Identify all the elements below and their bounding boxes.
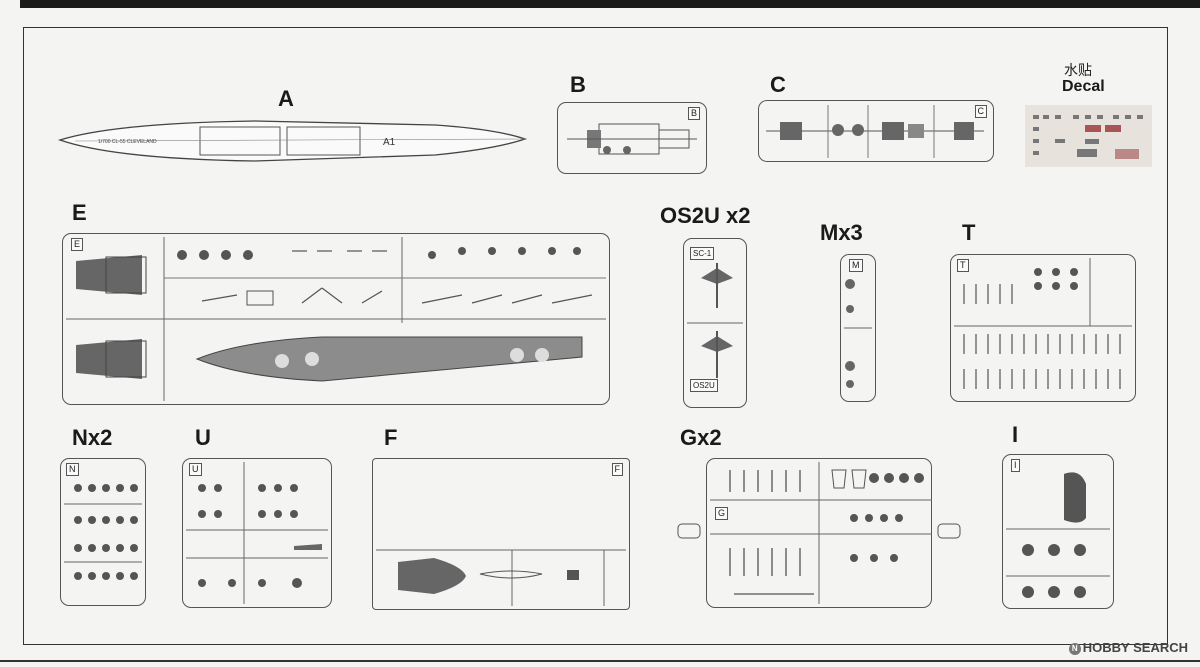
sprue-label-u: U: [195, 425, 211, 450]
sprue-label-os2u: OS2U x2: [660, 203, 751, 228]
sprue-t-tag: T: [957, 259, 969, 272]
decal-label: Decal: [1062, 78, 1105, 95]
sprue-os2u-tag-bottom: OS2U: [690, 379, 718, 392]
sprue-g-tag: G: [715, 507, 729, 520]
sprue-label-i: I: [1012, 422, 1019, 447]
sprue-i: I: [1002, 454, 1114, 609]
sprue-label-m: Mx3: [820, 220, 863, 245]
bottom-border-line: [0, 660, 1200, 662]
sprue-m: M: [840, 254, 876, 402]
sprue-label-g: Gx2: [680, 425, 722, 450]
decal-sheet: [1025, 105, 1152, 167]
sprue-e-parts: [66, 237, 606, 401]
sprue-label-c: C: [770, 72, 786, 97]
sprue-u-tag: U: [189, 463, 202, 476]
sprue-os2u-parts: [687, 263, 743, 378]
sprue-g-parts: [677, 462, 961, 604]
hull-part-number: A1: [383, 137, 396, 148]
sprue-c-parts: [766, 105, 984, 158]
sprue-label-b: B: [570, 72, 586, 97]
sprue-u: U: [182, 458, 332, 608]
sprue-u-parts: [186, 462, 328, 604]
sprue-b-parts: [567, 123, 697, 155]
decal-label-cn: 水贴: [1064, 63, 1092, 79]
sprue-n-tag: N: [66, 463, 79, 476]
sprue-n-parts: [64, 484, 142, 580]
sprue-b-tag: B: [687, 107, 700, 120]
sprue-t-parts: [954, 258, 1132, 389]
sprue-m-parts: [844, 279, 872, 388]
sprue-e: E: [62, 233, 610, 405]
sprue-g: G: [706, 458, 932, 608]
sprue-label-t: T: [962, 220, 976, 245]
sprue-label-f: F: [384, 425, 398, 450]
hull-inscription: 1/700 CL-55 CLEVELAND: [98, 139, 157, 145]
sprue-e-tag: E: [71, 238, 84, 251]
hobby-search-logo-icon: N: [1068, 643, 1081, 655]
sprue-c: C: [758, 100, 994, 162]
sprue-label-a: A: [278, 86, 294, 111]
sprue-n: N: [60, 458, 146, 606]
decal-marks: [1033, 115, 1143, 159]
sprue-i-tag: I: [1011, 459, 1020, 472]
sprue-m-tag: M: [849, 259, 863, 272]
sprue-t: T: [950, 254, 1136, 402]
sprue-label-n: Nx2: [72, 425, 113, 450]
instruction-frame: [23, 27, 1168, 645]
sprue-f-tag: F: [611, 463, 623, 476]
sprue-b: B: [557, 102, 707, 174]
watermark-brand: HOBBY SEARCH: [1082, 640, 1188, 655]
top-border-bar: [20, 0, 1200, 8]
sprue-os2u-tag-top: SC-1: [690, 247, 715, 260]
sprue-label-e: E: [72, 200, 87, 225]
hull-part-a1: [57, 120, 528, 162]
sprue-f-parts: [376, 549, 626, 606]
sprue-os2u: SC-1 OS2U: [683, 238, 747, 408]
sprue-c-tag: C: [974, 105, 987, 118]
sprue-i-parts: [1006, 472, 1110, 598]
sprue-f: F: [372, 458, 630, 610]
